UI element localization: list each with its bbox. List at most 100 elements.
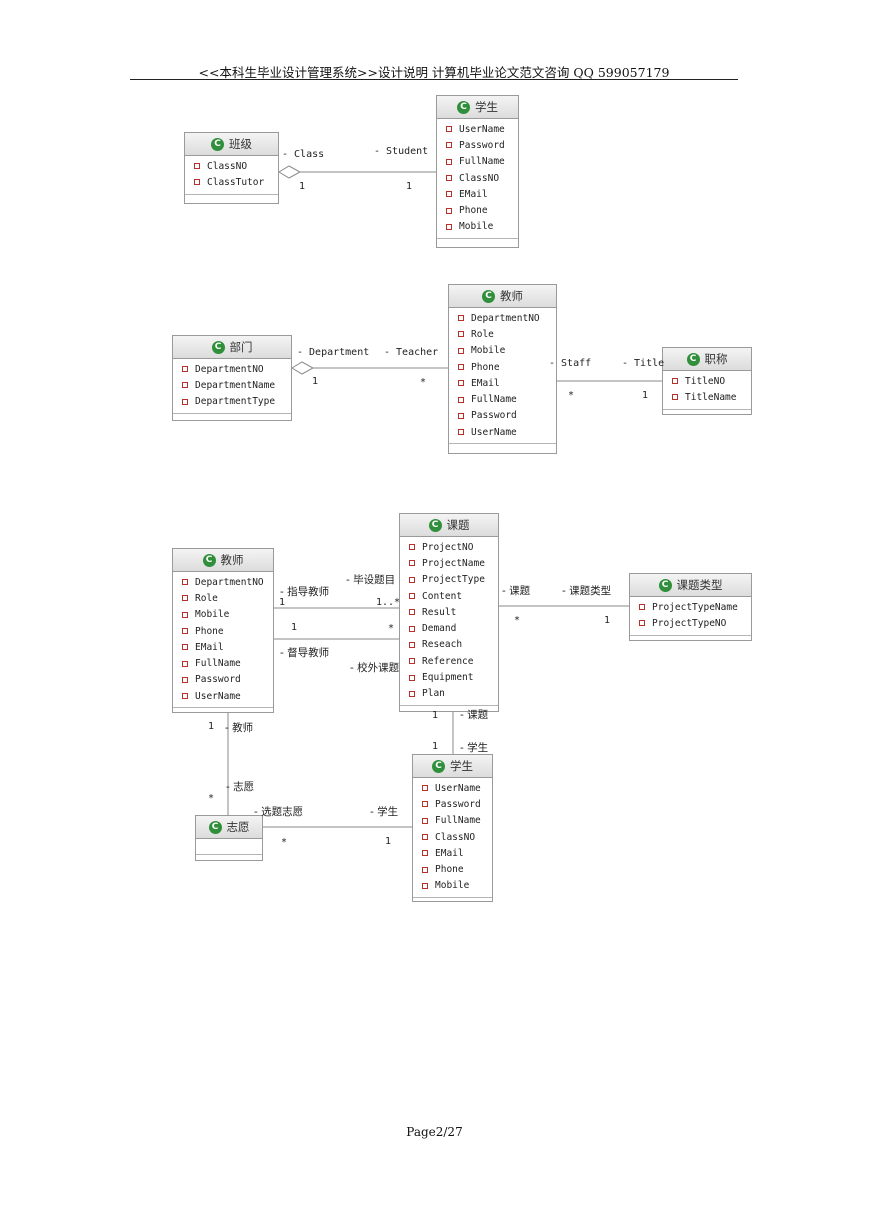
- field-icon: [409, 576, 415, 583]
- class-name: 班级: [229, 137, 252, 151]
- attribute-list: DepartmentNO DepartmentName DepartmentTy…: [173, 359, 291, 414]
- class-icon: C: [457, 100, 470, 114]
- field-icon: [409, 625, 415, 632]
- field-icon: [182, 693, 188, 700]
- field-icon: [458, 396, 464, 403]
- attribute: DepartmentName: [173, 377, 291, 393]
- multiplicity-label: *: [514, 615, 521, 626]
- attribute: ProjectType: [400, 572, 498, 588]
- attribute: Demand: [400, 620, 498, 636]
- field-icon: [409, 593, 415, 600]
- class-name: 志愿: [226, 820, 250, 834]
- field-icon: [672, 394, 678, 401]
- role-label: - 课题: [460, 709, 489, 721]
- attribute: ClassTutor: [185, 174, 278, 190]
- attribute: FullName: [437, 154, 518, 170]
- role-label: - 课题: [502, 585, 531, 597]
- attribute: EMail: [449, 375, 556, 391]
- attribute: UserName: [413, 780, 492, 796]
- attribute: DepartmentNO: [449, 310, 556, 326]
- field-icon: [422, 801, 428, 808]
- class-icon: C: [428, 518, 442, 532]
- multiplicity-label: 1: [299, 181, 306, 192]
- field-icon: [446, 126, 452, 133]
- multiplicity-label: 1: [312, 376, 319, 387]
- field-icon: [409, 560, 415, 567]
- field-icon: [422, 817, 428, 824]
- attribute: FullName: [173, 655, 273, 671]
- field-icon: [458, 412, 464, 419]
- attribute: DepartmentNO: [173, 574, 273, 590]
- role-label: - Teacher: [384, 347, 439, 358]
- class-name: 学生: [450, 759, 473, 773]
- field-icon: [194, 179, 200, 186]
- attribute: Role: [173, 590, 273, 606]
- field-icon: [422, 882, 428, 889]
- field-icon: [458, 315, 464, 322]
- class-name: 职称: [704, 352, 728, 366]
- attribute: ProjectTypeNO: [630, 615, 751, 631]
- field-icon: [422, 866, 428, 873]
- attribute: TitleNO: [663, 373, 751, 389]
- role-label: - Department: [297, 347, 370, 358]
- field-icon: [458, 380, 464, 387]
- field-icon: [182, 611, 188, 618]
- attribute: Reseach: [400, 637, 498, 653]
- attribute: Mobile: [413, 878, 492, 894]
- attribute: Mobile: [449, 343, 556, 359]
- attribute-list: UserName Password FullName ClassNO EMail…: [413, 778, 492, 899]
- attribute-list: TitleNO TitleName: [663, 371, 751, 410]
- attribute: Equipment: [400, 669, 498, 685]
- field-icon: [422, 834, 428, 841]
- attribute: Plan: [400, 686, 498, 702]
- multiplicity-label: 1: [642, 390, 649, 401]
- multiplicity-label: *: [568, 390, 575, 401]
- class-name: 学生: [475, 100, 498, 114]
- attribute: FullName: [449, 391, 556, 407]
- class-icon: C: [482, 289, 495, 303]
- field-icon: [446, 158, 452, 165]
- class-icon: C: [208, 820, 222, 834]
- class-zhiyuan[interactable]: C 志愿: [195, 815, 263, 861]
- role-label: - 教师: [225, 722, 254, 734]
- multiplicity-label: *: [281, 837, 288, 848]
- multiplicity-label: 1: [604, 615, 611, 626]
- role-label: - 校外课题: [350, 662, 400, 674]
- field-icon: [182, 660, 188, 667]
- field-icon: [182, 644, 188, 651]
- attribute-list: [196, 839, 262, 855]
- field-icon: [458, 331, 464, 338]
- aggregation-diamond: [291, 361, 315, 375]
- attribute: Password: [437, 137, 518, 153]
- multiplicity-label: 1: [385, 836, 392, 847]
- role-label: - 课题类型: [562, 585, 612, 597]
- field-icon: [639, 604, 645, 611]
- role-label: - 选题志愿: [254, 806, 304, 818]
- field-icon: [409, 658, 415, 665]
- field-icon: [446, 142, 452, 149]
- field-icon: [194, 163, 200, 170]
- class-name: 部门: [229, 340, 253, 354]
- attribute: EMail: [437, 186, 518, 202]
- page-number: Page2/27: [406, 1125, 463, 1139]
- field-icon: [446, 223, 452, 230]
- attribute: Role: [449, 326, 556, 342]
- role-label: - Staff: [549, 358, 592, 369]
- class-name: 教师: [220, 553, 244, 567]
- field-icon: [409, 690, 415, 697]
- class-icon: C: [211, 137, 224, 151]
- attribute: ProjectNO: [400, 539, 498, 555]
- field-icon: [458, 364, 464, 371]
- attribute-list: ProjectTypeName ProjectTypeNO: [630, 597, 751, 636]
- role-label: - 指导教师: [280, 586, 330, 598]
